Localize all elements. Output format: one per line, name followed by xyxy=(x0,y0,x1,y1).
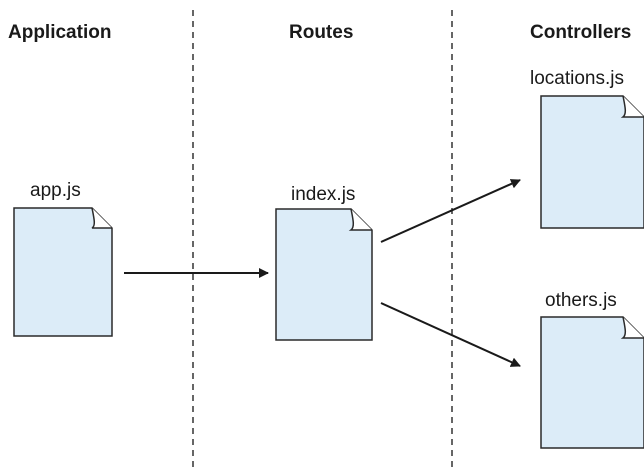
app-file-icon xyxy=(13,207,113,337)
locations-file-icon xyxy=(540,95,644,229)
file-label-index: index.js xyxy=(291,184,356,205)
file-label-locations: locations.js xyxy=(530,68,624,89)
index-file-icon xyxy=(275,208,373,341)
file-label-others: others.js xyxy=(545,290,617,311)
section-title-application: Application xyxy=(8,22,112,43)
file-label-app: app.js xyxy=(30,180,81,201)
others-file-icon xyxy=(540,316,644,449)
arrow-index-to-others xyxy=(380,302,521,367)
section-title-routes: Routes xyxy=(289,22,354,43)
arrow-index-to-locations xyxy=(380,179,521,243)
section-title-controllers: Controllers xyxy=(530,22,632,43)
